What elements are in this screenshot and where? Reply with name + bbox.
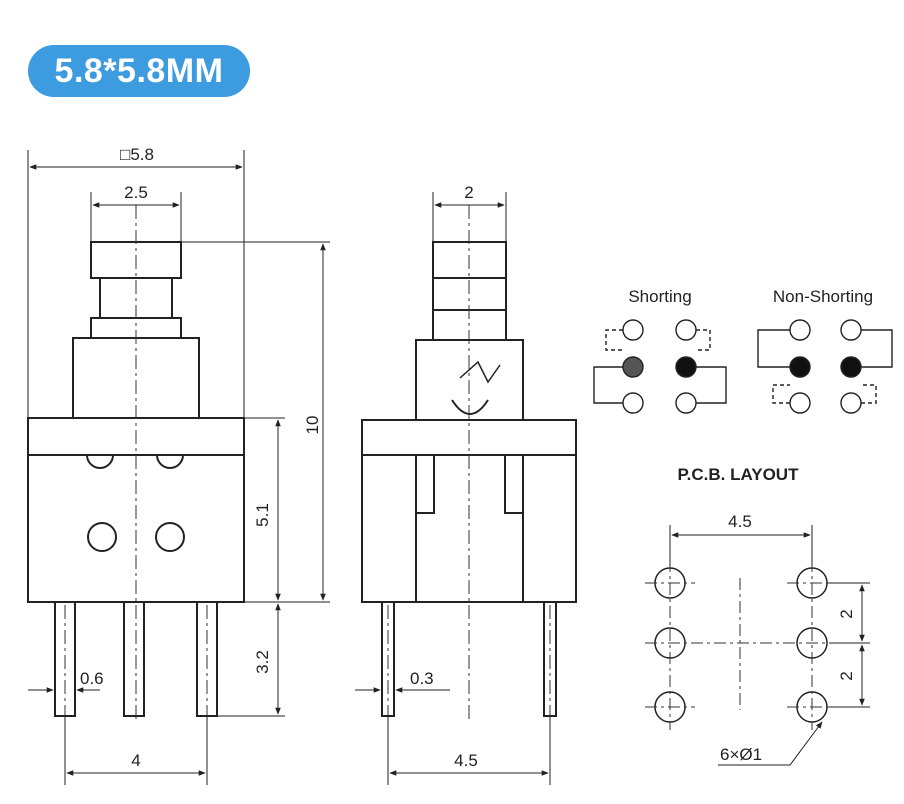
dim-side-pin-width: 0.3 bbox=[410, 669, 434, 688]
pcb-pitch-y1: 2 bbox=[837, 609, 856, 618]
dim-pin-width: 0.6 bbox=[80, 669, 104, 688]
side-spring bbox=[451, 399, 489, 415]
dim-cap-width: 2.5 bbox=[124, 183, 148, 202]
front-hole-left bbox=[87, 522, 117, 552]
dim-total-height: 10 bbox=[303, 416, 322, 435]
side-slot-right bbox=[504, 454, 524, 514]
front-dimensions bbox=[27, 150, 330, 785]
side-slot-left bbox=[415, 454, 435, 514]
dim-side-pin-pitch: 4.5 bbox=[454, 751, 478, 770]
dim-pin-length: 3.2 bbox=[253, 650, 272, 674]
shorting-schematic bbox=[593, 319, 727, 414]
pcb-pitch-x: 4.5 bbox=[728, 512, 752, 531]
shorting-label: Shorting bbox=[628, 287, 691, 306]
side-dimensions bbox=[355, 192, 551, 785]
side-body bbox=[361, 419, 577, 603]
non-shorting-schematic bbox=[757, 319, 893, 414]
front-half-hole-left bbox=[86, 454, 114, 469]
front-half-hole-right bbox=[156, 454, 184, 469]
pcb-centerlines bbox=[645, 560, 837, 730]
pcb-dimensions bbox=[669, 525, 870, 766]
pcb-pitch-y2: 2 bbox=[837, 671, 856, 680]
dim-body-height: 5.1 bbox=[253, 503, 272, 527]
pcb-layout bbox=[654, 567, 828, 723]
pcb-hole-note: 6×Ø1 bbox=[720, 745, 762, 764]
non-shorting-label: Non-Shorting bbox=[773, 287, 873, 306]
front-pin-center bbox=[123, 601, 145, 717]
dim-side-cap: 2 bbox=[464, 183, 473, 202]
dim-width: □5.8 bbox=[120, 145, 154, 164]
dim-pin-pitch: 4 bbox=[131, 751, 140, 770]
front-centerlines bbox=[64, 205, 208, 720]
size-badge: 5.8*5.8MM bbox=[28, 45, 250, 97]
pcb-title: P.C.B. LAYOUT bbox=[678, 465, 800, 484]
side-contact bbox=[459, 360, 501, 384]
front-hole-right bbox=[155, 522, 185, 552]
side-centerlines bbox=[387, 205, 551, 720]
